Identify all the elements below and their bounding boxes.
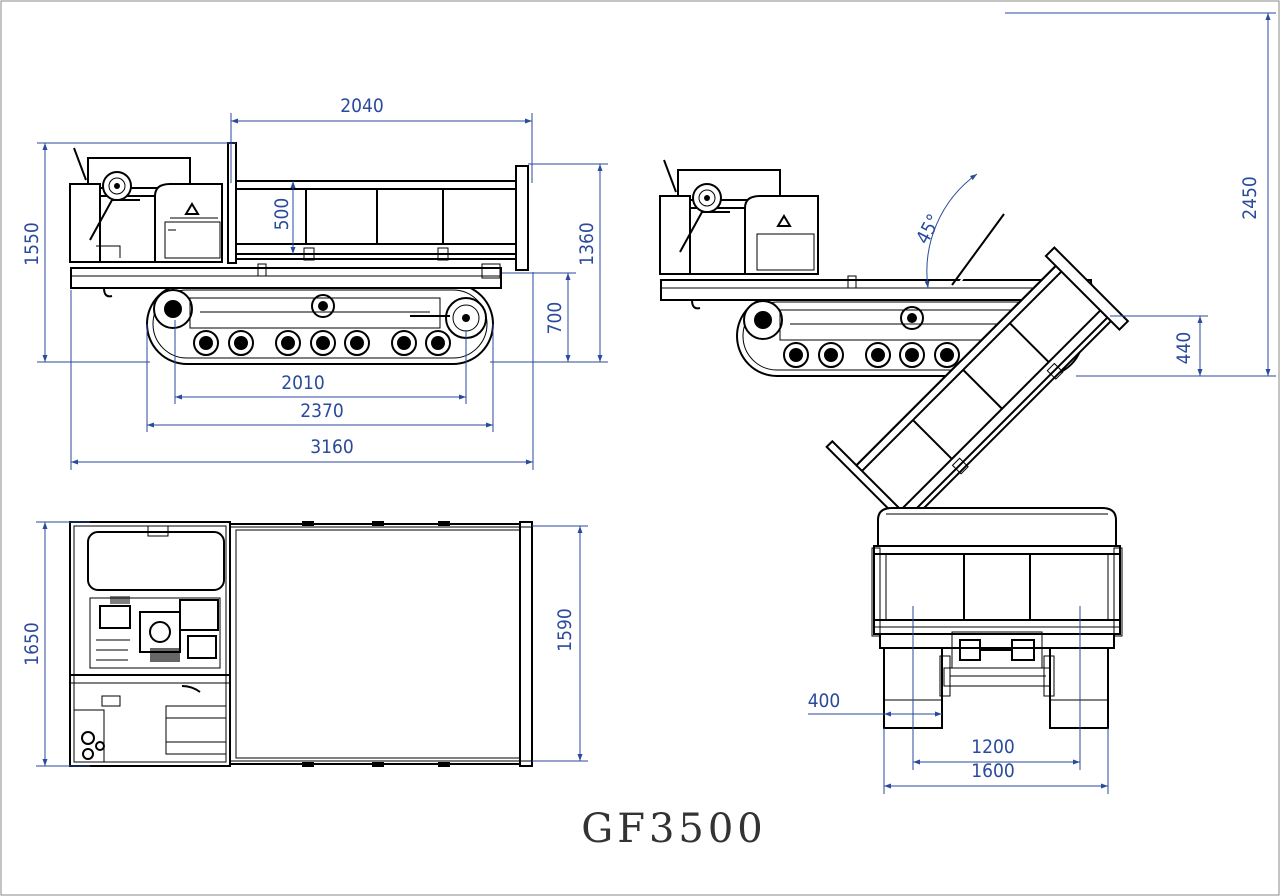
side-view-dimensions: 2040 500 1550 1360 700 2010 2370 3160 [21,95,608,470]
top-dump-bed [229,523,533,765]
side-road-wheels [193,330,451,356]
dim-bed-depth: 500 [271,198,293,231]
rear-view-dimensions: 400 1200 1600 [808,606,1109,794]
rear-right-track [1049,647,1109,729]
dim-wheelbase: 2010 [281,372,325,394]
side-chassis [70,267,502,289]
tipped-view [659,159,1130,534]
rear-bed-top [877,507,1117,547]
top-engine [89,596,221,669]
dim-rear-track-gauge: 1200 [971,736,1015,758]
tipped-cab [659,159,819,275]
dim-bed-length: 2040 [340,95,384,117]
dim-bed-top-height: 1360 [576,222,598,266]
dim-track-length: 2370 [300,400,344,422]
dim-top-bed-width: 1590 [554,608,576,652]
dim-top-overall-width: 1650 [21,622,43,666]
dim-tipped-max-height: 2450 [1239,176,1261,220]
dim-deck-rear-height: 440 [1173,332,1195,365]
model-title: GF3500 [581,806,767,852]
top-view-dimensions: 1650 1590 [21,521,588,767]
rear-view [871,507,1123,729]
dim-rear-track-width: 400 [808,690,841,712]
dim-rear-overall-width: 1600 [971,760,1015,782]
side-cab [69,147,223,263]
top-fuel-tank [87,531,225,591]
top-view [69,521,533,767]
side-dump-bed [227,142,529,271]
tipped-dump-bed [825,246,1130,534]
side-view [69,142,529,365]
tipped-hydraulic-cylinder [951,213,1005,286]
dim-overall-length: 3160 [310,436,354,458]
dim-overall-height: 1550 [21,222,43,266]
dim-deck-height: 700 [544,302,566,335]
tipped-view-dimensions: 45° 2450 440 [912,12,1276,377]
